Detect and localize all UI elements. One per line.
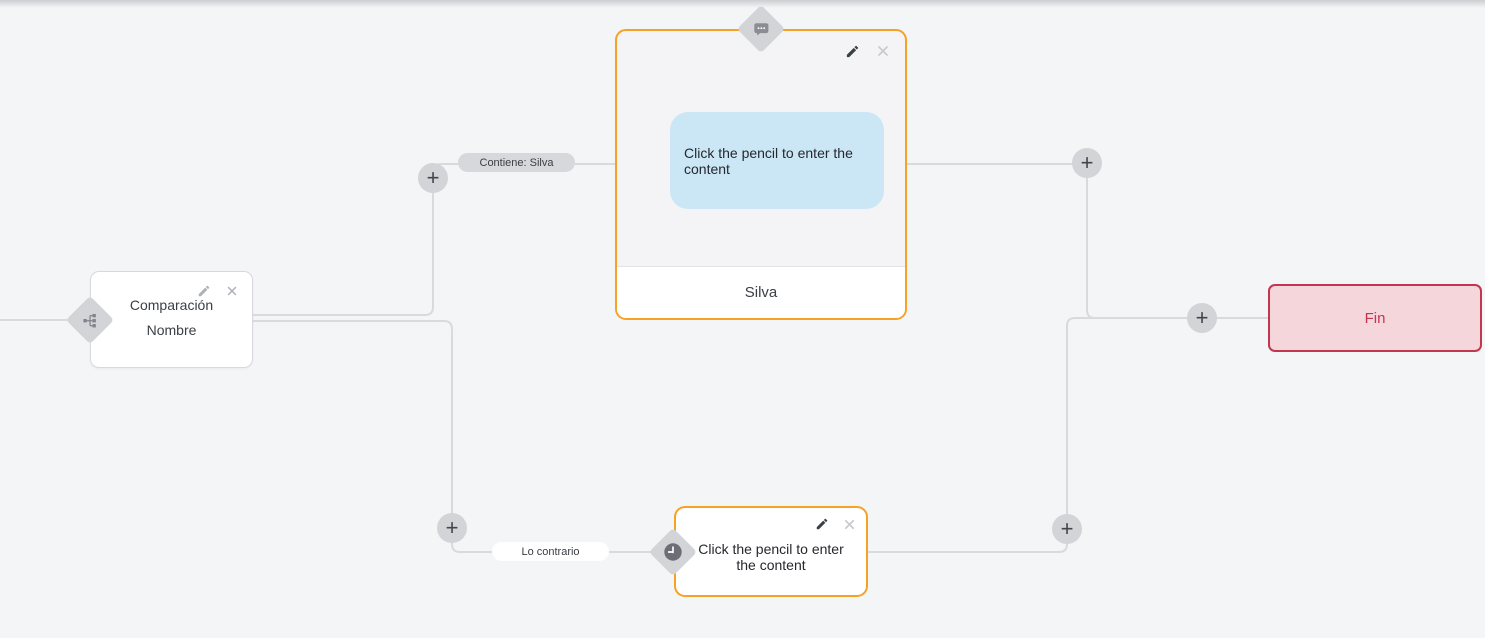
message-bubble-text: Click the pencil to enter the content [684,144,853,177]
message-node-footer[interactable]: Silva [617,266,905,318]
add-step-button-false-branch[interactable]: + [437,513,467,543]
delay-node-handle[interactable] [648,527,698,577]
add-step-button-true-branch[interactable]: + [418,163,448,193]
add-step-button-after-delay[interactable]: + [1052,514,1082,544]
message-footer-label: Silva [744,284,778,301]
close-icon[interactable] [224,283,240,299]
edge-delay-to-end [867,317,1190,553]
end-node[interactable]: Fin [1268,284,1482,352]
condition-node-handle[interactable] [65,295,115,345]
delay-node-text: Click the pencil to enter the content [698,541,844,573]
close-icon[interactable] [875,43,891,59]
pencil-icon[interactable] [814,516,830,532]
edge-message-to-end [906,163,1268,319]
add-step-button-after-message[interactable]: + [1072,148,1102,178]
edge-label-condition-true: Contiene: Silva [458,153,575,172]
clock-icon [662,541,684,563]
end-node-label: Fin [1364,309,1386,327]
branch-icon [83,313,98,328]
close-icon[interactable] [841,516,857,532]
pencil-icon[interactable] [196,283,212,299]
edge-label-condition-false: Lo contrario [492,542,609,561]
condition-title-line2: Nombre [146,322,197,338]
condition-title-line1: Comparación [129,297,214,313]
pencil-icon[interactable] [844,43,860,59]
condition-node-title: Comparación Nombre [91,298,252,337]
message-bubble: Click the pencil to enter the content [670,112,884,209]
add-step-button-before-end[interactable]: + [1187,303,1217,333]
edge-condition-false [253,320,658,553]
delay-node[interactable]: Click the pencil to enter the content [674,506,868,597]
message-node-handle[interactable] [736,4,786,54]
chat-bubble-icon [753,21,770,37]
message-node[interactable]: Click the pencil to enter the content Si… [615,29,907,320]
condition-node[interactable]: Comparación Nombre [90,271,253,368]
